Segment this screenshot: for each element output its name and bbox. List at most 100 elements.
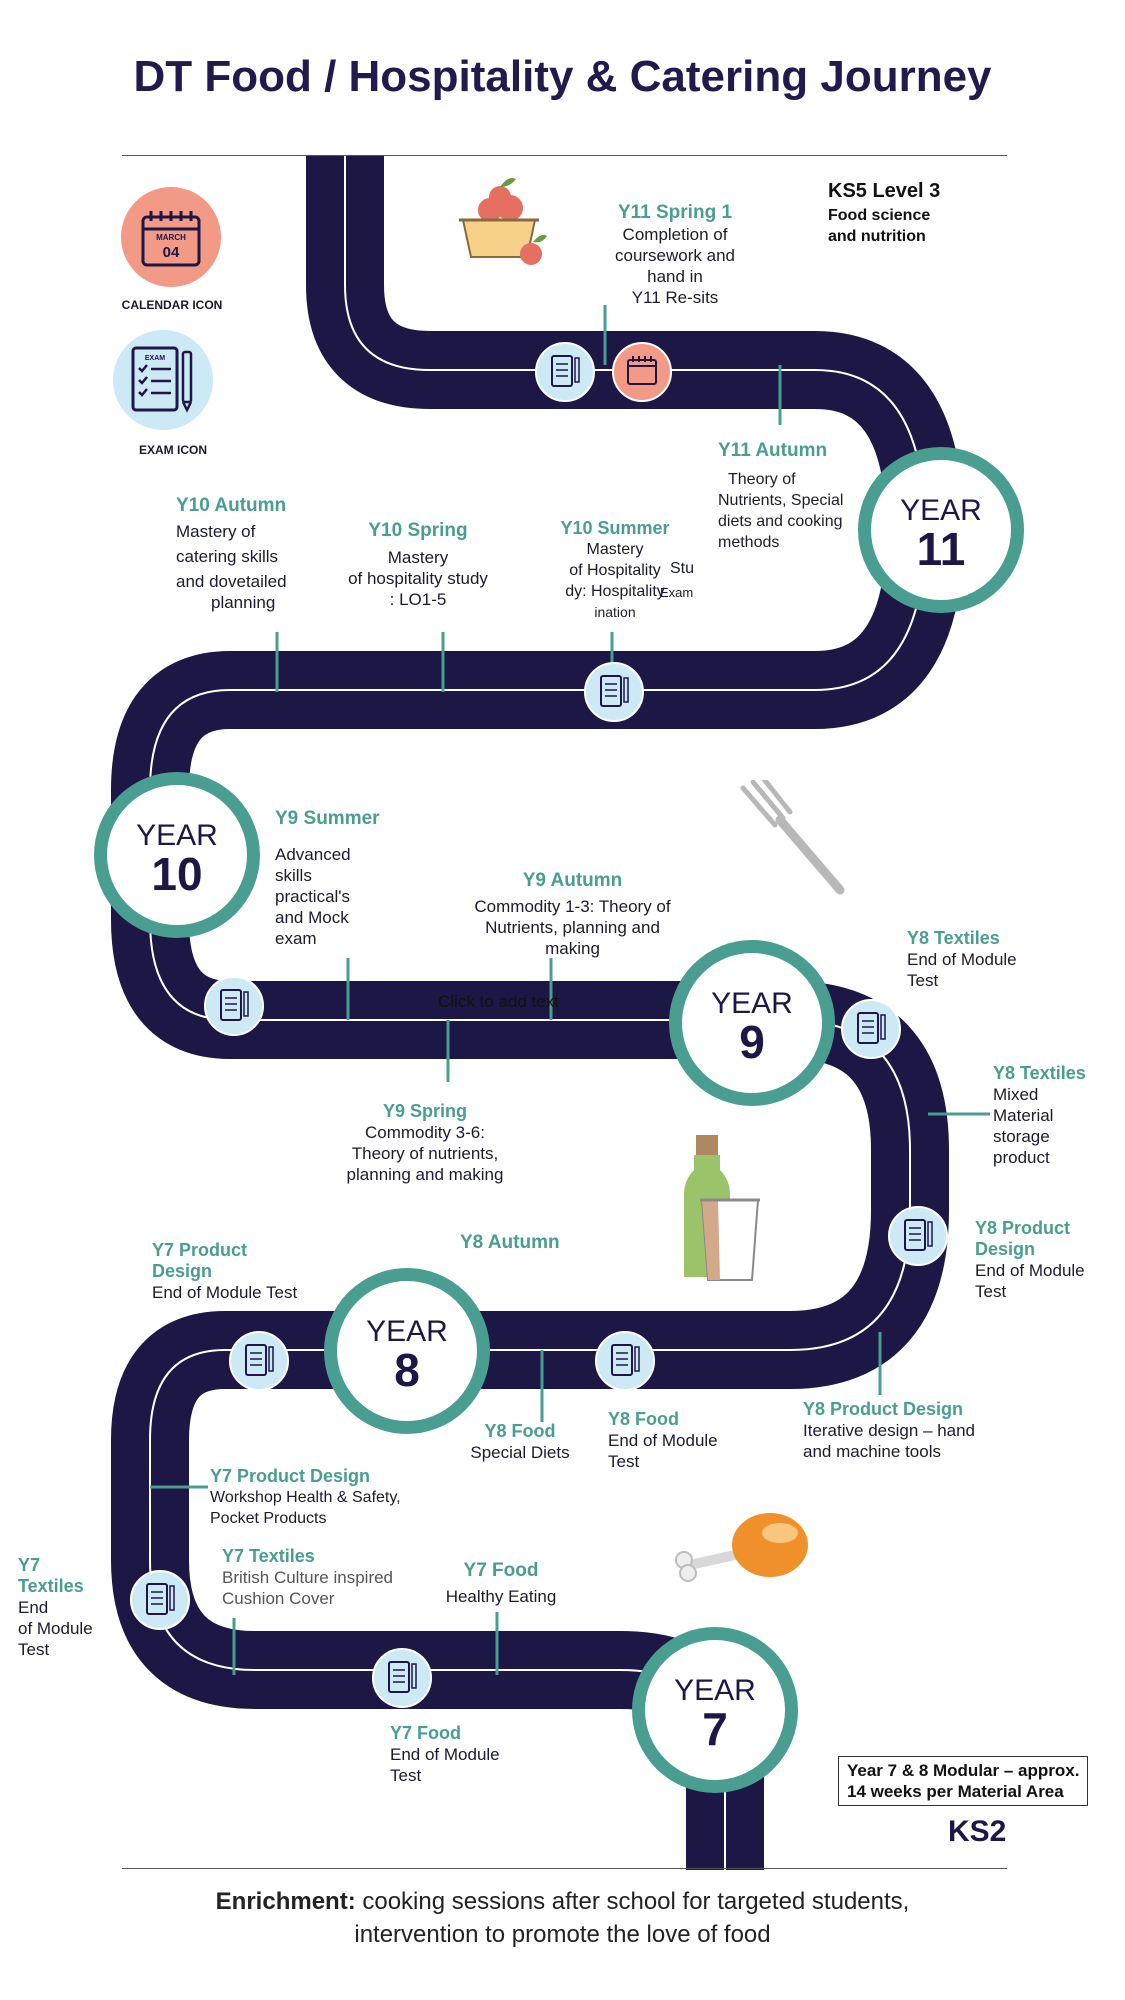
milestone-label: Y7 Textiles <box>222 1546 315 1566</box>
fork-icon <box>740 780 845 895</box>
milestone-text: Healthy Eating <box>445 1587 557 1606</box>
year-word: YEAR <box>674 1674 756 1707</box>
milestone-text: ination <box>594 604 636 620</box>
milestone-y8-pd: Y8 Product Design Iterative design – han… <box>803 1398 1023 1462</box>
milestone-text: storage <box>993 1127 1050 1146</box>
milestone-label: Y8 Food <box>484 1421 556 1441</box>
milestone-y11-autumn: Y11 Autumn Theory of Nutrients, Special … <box>718 440 878 553</box>
milestone-text: product <box>993 1148 1050 1167</box>
milestone-text: planning <box>211 593 276 612</box>
milestone-text: hand in <box>647 267 703 286</box>
milestone-text: methods <box>718 534 780 551</box>
exam-icon <box>245 1344 274 1376</box>
milestone-text: End of Module <box>390 1745 500 1764</box>
milestone-label: Y7 Product Design <box>210 1466 371 1486</box>
milestone-label: Design <box>975 1239 1036 1259</box>
exam-icon <box>220 989 249 1021</box>
milestone-text: practical's <box>275 887 351 906</box>
milestone-text: planning and making <box>346 1165 504 1184</box>
milestone-text: Nutrients, planning and <box>485 918 660 937</box>
milestone-text: Test <box>390 1766 422 1785</box>
milestone-y7-textiles-test: Y7 Textiles End of Module Test <box>18 1555 118 1660</box>
exam-icon <box>146 1583 175 1615</box>
year-8-marker: YEAR 8 <box>324 1268 490 1434</box>
modular-note-box: Year 7 & 8 Modular – approx. 14 weeks pe… <box>838 1756 1089 1806</box>
year-number: 8 <box>394 1344 420 1396</box>
enrichment-note: Enrichment: cooking sessions after schoo… <box>0 1885 1125 1951</box>
exam-badge-y8-pd <box>888 1206 948 1266</box>
milestone-text: exam <box>275 929 317 948</box>
milestone-text: making <box>545 939 600 958</box>
exam-badge-y8-textiles <box>841 999 901 1059</box>
milestone-text: End of Module <box>907 950 1017 969</box>
milestone-y8-pd-test: Y8 Product Design End of Module Test <box>975 1218 1115 1302</box>
milestone-text: coursework and <box>614 246 735 265</box>
exam-icon <box>600 675 629 707</box>
note-line: 14 weeks per Material Area <box>847 1782 1064 1801</box>
milestone-text: Material <box>993 1106 1054 1125</box>
exam-badge-y7-food <box>372 1648 432 1708</box>
calendar-icon <box>627 356 657 385</box>
year-number: 9 <box>739 1016 765 1068</box>
milestone-label: Y8 Food <box>608 1409 679 1429</box>
year-word: YEAR <box>366 1315 448 1348</box>
milestone-text: Commodity 3-6: <box>365 1123 485 1142</box>
milestone-y7-textiles: Y7 Textiles British Culture inspired Cus… <box>222 1545 422 1609</box>
milestone-y7-food: Y7 Food Healthy Eating <box>436 1560 566 1607</box>
milestone-text: Test <box>975 1282 1007 1301</box>
year-word: YEAR <box>900 494 982 527</box>
milestone-text: Theory of nutrients, <box>351 1144 499 1163</box>
milestone-label: Y9 Spring <box>382 1101 467 1121</box>
milestone-text: of Module <box>18 1619 93 1638</box>
milestone-text: End of Module <box>975 1261 1085 1280</box>
ks5-block: KS5 Level 3 Food science and nutrition <box>828 180 940 246</box>
milestone-text: and Mock <box>275 908 349 927</box>
bottle-and-cup-icon <box>684 1135 760 1281</box>
milestone-text: dy: Hospitality <box>565 583 665 600</box>
milestone-text: Workshop Health & Safety, <box>210 1489 401 1506</box>
milestone-label: Textiles <box>18 1576 84 1596</box>
top-divider <box>122 155 1007 156</box>
milestone-label: Y7 Food <box>390 1723 461 1743</box>
milestone-text: Pocket Products <box>210 1510 327 1527</box>
calendar-icon: MARCH 04 <box>141 211 201 267</box>
milestone-y8-textiles-test: Y8 Textiles End of Module Test <box>907 927 1047 991</box>
milestone-text: Mastery <box>387 548 449 567</box>
year-7-marker: YEAR 7 <box>632 1627 798 1793</box>
milestone-label: Y9 Summer <box>275 808 380 829</box>
milestone-y10-summer: Y10 Summer Mastery of Hospitality dy: Ho… <box>540 517 690 623</box>
milestone-text: Special Diets <box>470 1443 570 1462</box>
calendar-month: MARCH <box>156 233 186 242</box>
milestone-y7-pd-test: Y7 Product Design End of Module Test <box>152 1240 332 1303</box>
bottom-divider <box>122 1868 1007 1869</box>
milestone-text: skills <box>275 866 312 885</box>
year-9-marker: YEAR 9 <box>669 940 835 1106</box>
milestone-y8-food: Y8 Food Special Diets <box>460 1420 580 1463</box>
exam-word: EXAM <box>145 355 165 362</box>
calendar-caption: CALENDAR ICON <box>121 298 223 312</box>
milestone-label: Y8 Product Design <box>803 1399 964 1419</box>
exam-icon <box>388 1661 417 1693</box>
milestone-text: : LO1-5 <box>389 590 447 609</box>
enrichment-heading: Enrichment: <box>215 1888 356 1915</box>
milestone-y10-spring: Y10 Spring Mastery of hospitality study … <box>333 520 503 610</box>
milestone-text: diets and cooking <box>718 513 843 530</box>
ks2-label: KS2 <box>948 1815 1007 1848</box>
milestone-label: Y10 Autumn <box>176 495 287 516</box>
milestone-text: Exam <box>660 585 694 600</box>
milestone-label: Y10 Summer <box>560 518 670 538</box>
milestone-y9-summer: Y9 Summer Advanced skills practical's an… <box>275 808 425 949</box>
milestone-text: Cushion Cover <box>222 1589 335 1608</box>
exam-caption: EXAM ICON <box>138 443 207 457</box>
milestone-y7-pd: Y7 Product Design Workshop Health & Safe… <box>210 1465 440 1529</box>
placeholder-text[interactable]: Click to add text <box>438 992 559 1011</box>
milestone-label: Y11 Spring 1 <box>617 202 733 223</box>
milestone-text: Theory of <box>728 471 796 488</box>
milestone-text: Test <box>608 1452 640 1471</box>
year-number: 11 <box>916 523 966 575</box>
milestone-label: Y7 Food <box>463 1560 539 1581</box>
exam-icon: EXAM <box>131 346 193 413</box>
milestone-y7-food-test: Y7 Food End of Module Test <box>390 1722 530 1786</box>
year-10-marker: YEAR 10 <box>94 772 260 938</box>
milestone-text: Test <box>18 1640 50 1659</box>
